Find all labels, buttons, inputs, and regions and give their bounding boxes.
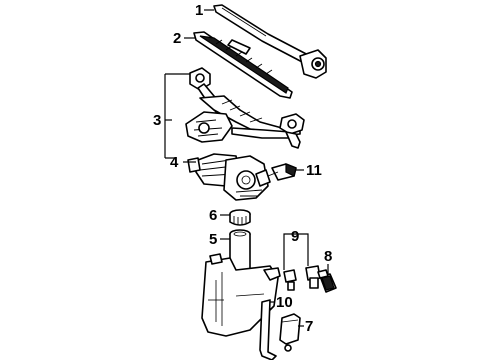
callout-8: 8 (324, 248, 332, 265)
leader-lines (164, 9, 329, 327)
wiper-blade (193, 31, 293, 99)
washer-hose (259, 299, 277, 360)
level-sensor (279, 313, 301, 352)
washer-pump (317, 269, 337, 293)
callout-3: 3 (153, 112, 161, 129)
callout-9: 9 (291, 228, 299, 245)
callout-7: 7 (305, 318, 313, 335)
callout-4: 4 (170, 154, 179, 171)
wiper-linkage (185, 67, 305, 149)
connector (267, 163, 297, 181)
callout-10: 10 (276, 294, 293, 311)
callout-6: 6 (209, 207, 217, 224)
callout-2: 2 (173, 30, 181, 47)
wiper-arm (213, 4, 327, 79)
reservoir-cap (229, 209, 251, 226)
callout-labels: 1 2 3 4 5 6 7 8 9 10 11 (153, 2, 332, 335)
callout-11: 11 (306, 162, 322, 179)
callout-5: 5 (209, 231, 217, 248)
filler-neck (229, 229, 251, 273)
grommets (283, 265, 321, 291)
washer-reservoir (201, 253, 281, 337)
wiper-motor (187, 153, 271, 201)
callout-1: 1 (195, 2, 203, 19)
